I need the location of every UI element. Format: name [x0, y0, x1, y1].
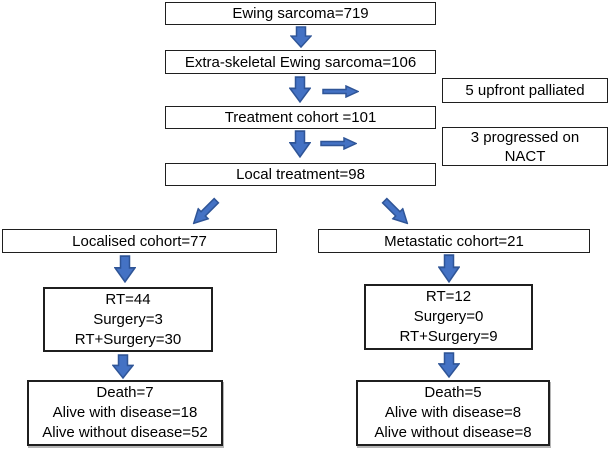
right-arrow-icon — [320, 137, 357, 150]
right-arrow-icon — [322, 85, 359, 98]
box-treatment-cohort-label: Treatment cohort =101 — [224, 109, 377, 126]
localised-surgery-label: Surgery=3 — [93, 310, 163, 328]
box-upfront-palliated: 5 upfront palliated — [442, 78, 608, 103]
localised-rt-label: RT=44 — [105, 290, 151, 308]
localised-death-label: Death=7 — [96, 384, 154, 401]
localised-alive-without-label: Alive without disease=52 — [42, 424, 208, 441]
box-metastatic-cohort-label: Metastatic cohort=21 — [384, 232, 524, 250]
down-arrow-icon — [438, 352, 460, 378]
box-progressed-nact-line2: NACT — [504, 147, 546, 165]
box-metastatic-cohort: Metastatic cohort=21 — [318, 229, 590, 253]
metastatic-rt-surgery-label: RT+Surgery=9 — [399, 328, 498, 345]
metastatic-death-label: Death=5 — [424, 384, 482, 401]
box-localised-treatment: RT=44 Surgery=3 RT+Surgery=30 — [43, 287, 213, 352]
down-right-arrow-icon — [378, 194, 413, 229]
down-arrow-icon — [289, 76, 311, 103]
metastatic-surgery-label: Surgery=0 — [413, 308, 484, 325]
box-treatment-cohort: Treatment cohort =101 — [165, 106, 436, 129]
box-upfront-palliated-label: 5 upfront palliated — [465, 82, 585, 99]
box-localised-cohort: Localised cohort=77 — [2, 229, 277, 253]
localised-rt-surgery-label: RT+Surgery=30 — [74, 330, 182, 348]
metastatic-alive-with-label: Alive with disease=8 — [384, 404, 522, 421]
box-metastatic-outcome: Death=5 Alive with disease=8 Alive witho… — [356, 380, 550, 446]
localised-alive-with-label: Alive with disease=18 — [52, 404, 198, 421]
metastatic-alive-without-label: Alive without disease=8 — [374, 424, 532, 441]
box-local-treatment-label: Local treatment=98 — [236, 166, 365, 183]
box-local-treatment: Local treatment=98 — [165, 163, 436, 186]
down-arrow-icon — [290, 26, 312, 48]
box-metastatic-treatment: RT=12 Surgery=0 RT+Surgery=9 — [364, 284, 533, 350]
box-localised-outcome: Death=7 Alive with disease=18 Alive with… — [27, 380, 223, 446]
down-arrow-icon — [112, 354, 134, 379]
box-localised-cohort-label: Localised cohort=77 — [72, 232, 207, 250]
metastatic-rt-label: RT=12 — [425, 288, 472, 305]
down-arrow-icon — [114, 255, 136, 283]
down-left-arrow-icon — [187, 194, 222, 229]
box-extra-skeletal: Extra-skeletal Ewing sarcoma=106 — [165, 50, 436, 74]
box-progressed-nact-line1: 3 progressed on — [470, 128, 580, 146]
box-extra-skeletal-label: Extra-skeletal Ewing sarcoma=106 — [184, 53, 417, 71]
down-arrow-icon — [289, 130, 311, 158]
box-ewing-sarcoma: Ewing sarcoma=719 — [165, 2, 436, 25]
box-progressed-nact: 3 progressed on NACT — [442, 127, 608, 166]
box-ewing-sarcoma-label: Ewing sarcoma=719 — [232, 5, 369, 22]
down-arrow-icon — [438, 254, 460, 283]
